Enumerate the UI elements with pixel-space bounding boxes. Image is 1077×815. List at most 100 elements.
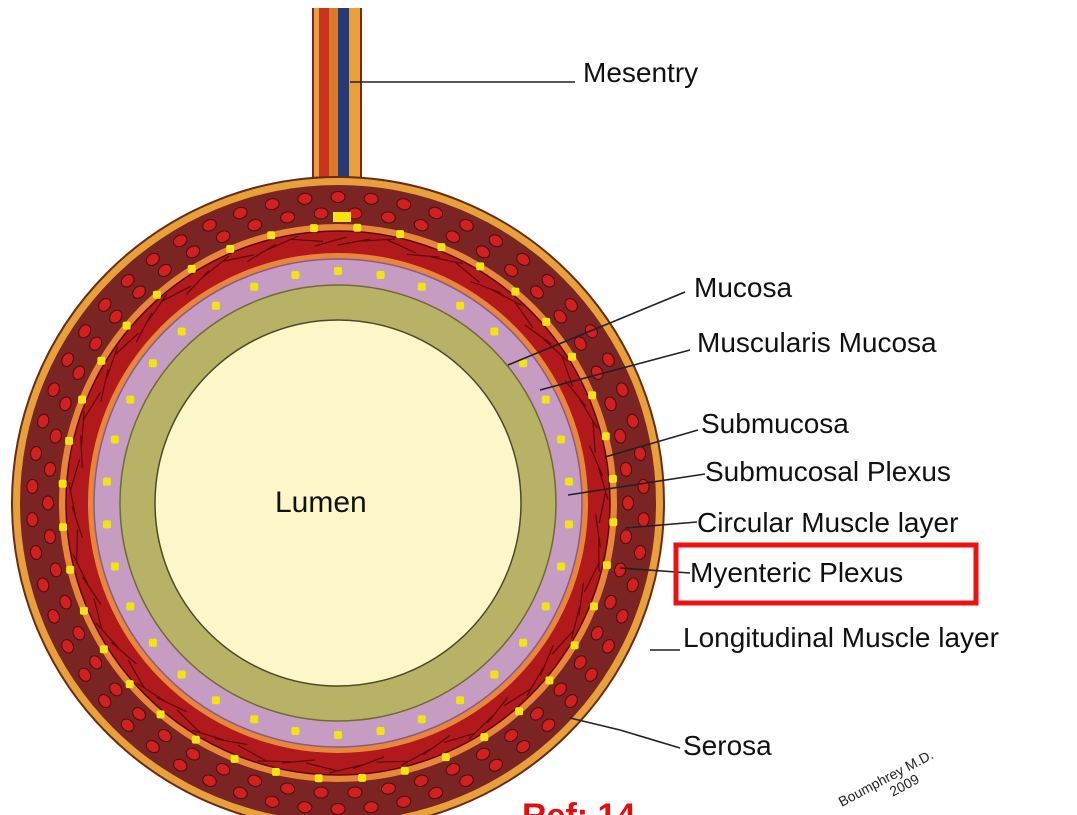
plexus-dot	[226, 245, 234, 253]
plexus-dot	[542, 396, 550, 404]
plexus-dot	[65, 437, 73, 445]
plexus-dot	[59, 480, 67, 488]
muscle-cell	[27, 479, 39, 494]
muscle-fiber	[77, 530, 78, 563]
muscle-cell	[27, 512, 39, 527]
plexus-dot	[571, 641, 579, 649]
plexus-dot	[557, 563, 565, 571]
plexus-dot	[542, 602, 550, 610]
plexus-dot	[267, 231, 275, 239]
plexus-dot	[490, 328, 498, 336]
plexus-dot	[315, 774, 323, 782]
plexus-dot	[590, 602, 598, 610]
reference-label: Ref: 14	[522, 797, 635, 815]
plexus-dot	[511, 288, 519, 296]
plexus-dot	[59, 523, 67, 531]
plexus-dot	[310, 224, 318, 232]
plexus-dot	[588, 391, 596, 399]
label-mucosa: Mucosa	[694, 272, 792, 303]
plexus-dot	[609, 518, 617, 526]
label-muscularis-mucosa: Muscularis Mucosa	[697, 327, 937, 358]
plexus-dot	[126, 396, 134, 404]
plexus-dot	[103, 520, 111, 528]
muscle-cell	[314, 787, 329, 799]
plexus-dot	[377, 271, 385, 279]
label-longitudinal-muscle-layer: Longitudinal Muscle layer	[683, 622, 999, 653]
muscle-cell	[331, 192, 345, 203]
plexus-dot	[542, 318, 550, 326]
plexus-dot	[358, 774, 366, 782]
plexus-dot	[565, 520, 573, 528]
plexus-dot	[609, 475, 617, 483]
credit-name: Boumphrey M.D.	[836, 746, 936, 809]
plexus-dot	[212, 696, 220, 704]
plexus-dot	[250, 283, 258, 291]
plexus-dot	[334, 731, 342, 739]
label-myenteric-plexus: Myenteric Plexus	[690, 557, 903, 588]
plexus-dot	[291, 727, 299, 735]
plexus-dot	[212, 302, 220, 310]
plexus-dot	[78, 396, 86, 404]
muscle-cell	[43, 496, 54, 510]
plexus-dot	[149, 359, 157, 367]
plexus-dot	[418, 283, 426, 291]
label-submucosal-plexus: Submucosal Plexus	[705, 456, 951, 487]
label-serosa: Serosa	[683, 730, 772, 761]
label-circular-muscle-layer: Circular Muscle layer	[697, 507, 958, 538]
muscle-cell	[638, 512, 650, 527]
plexus-dot	[157, 710, 165, 718]
plexus-dot	[126, 602, 134, 610]
author-credit: Boumphrey M.D. 2009	[836, 746, 943, 815]
plexus-dot	[490, 671, 498, 679]
plexus-dot	[153, 291, 161, 299]
plexus-dot	[291, 271, 299, 279]
plexus-dot	[437, 243, 445, 251]
plexus-dot	[188, 265, 196, 273]
plexus-dot	[66, 566, 74, 574]
plexus-dot	[442, 753, 450, 761]
plexus-dot	[476, 262, 484, 270]
plexus-dot	[126, 680, 134, 688]
plexus-dot	[111, 436, 119, 444]
muscle-cell	[623, 496, 634, 510]
muscle-fiber	[599, 538, 600, 571]
plexus-dot	[334, 267, 342, 275]
label-submucosa: Submucosa	[701, 408, 849, 439]
plexus-dot	[565, 478, 573, 486]
plexus-dot	[396, 230, 404, 238]
plexus-dot	[231, 755, 239, 763]
plexus-dot	[192, 736, 200, 744]
plexus-dot	[80, 607, 88, 615]
plexus-dot	[149, 639, 157, 647]
label-mesentry: Mesentry	[583, 57, 698, 88]
plexus-dot	[557, 436, 565, 444]
plexus-dot	[111, 563, 119, 571]
plexus-dot	[603, 561, 611, 569]
plexus-dot	[178, 671, 186, 679]
plexus-dot	[456, 302, 464, 310]
plexus-dot	[418, 715, 426, 723]
plexus-dot	[545, 676, 553, 684]
mesentery-attachment	[333, 212, 351, 222]
plexus-dot	[272, 768, 280, 776]
plexus-dot	[100, 645, 108, 653]
plexus-dot	[401, 767, 409, 775]
label-lumen: Lumen	[275, 486, 367, 519]
plexus-dot	[480, 733, 488, 741]
muscle-cell	[331, 804, 345, 815]
plexus-dot	[602, 432, 610, 440]
mesentery-stalk	[313, 8, 361, 203]
muscle-cell	[348, 787, 363, 799]
plexus-dot	[178, 328, 186, 336]
plexus-dot	[515, 707, 523, 715]
muscle-cell	[638, 479, 650, 494]
plexus-dot	[568, 353, 576, 361]
plexus-dot	[123, 322, 131, 330]
plexus-dot	[97, 357, 105, 365]
plexus-dot	[377, 727, 385, 735]
plexus-dot	[250, 715, 258, 723]
plexus-dot	[353, 224, 361, 232]
plexus-dot	[519, 639, 527, 647]
plexus-dot	[103, 478, 111, 486]
